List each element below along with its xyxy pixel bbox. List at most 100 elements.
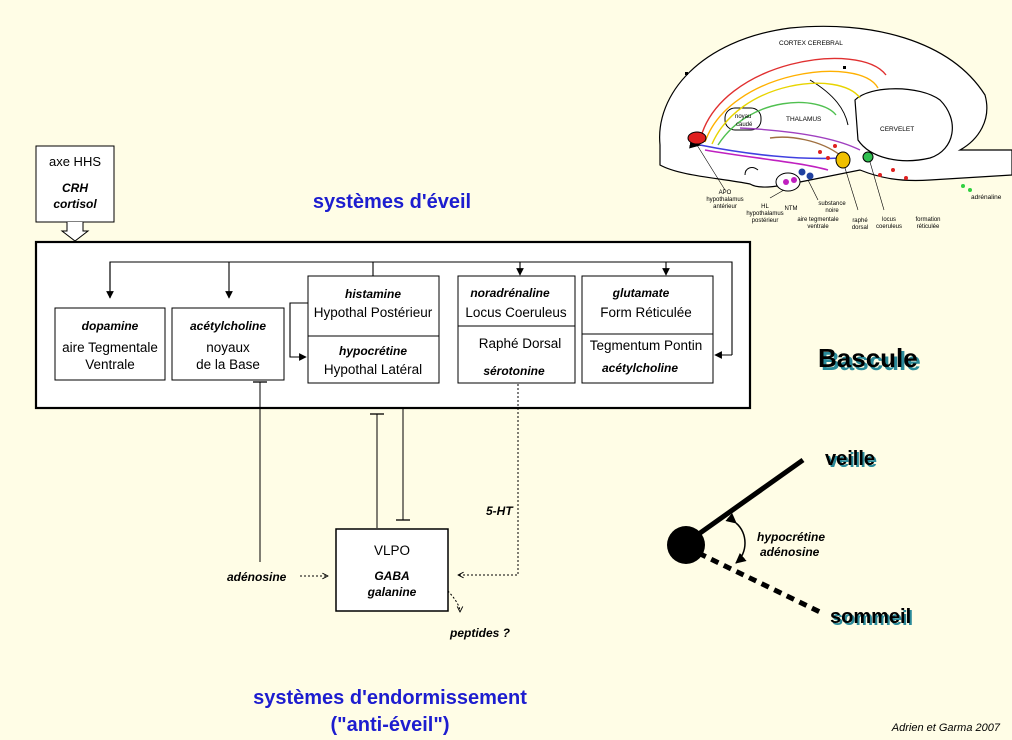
veille-label: veille [825, 448, 875, 470]
sommeil-lever [684, 544, 824, 616]
bascule-title-shadow: Bascule [821, 346, 921, 376]
leader-line [807, 179, 819, 201]
adrenaline-label: adrénaline [971, 194, 1002, 201]
substance-noire-label: noire [825, 208, 839, 214]
leader-line [869, 161, 885, 211]
sommeil-label: sommeil [830, 606, 911, 628]
galanine-label: galanine [367, 585, 417, 599]
cerebellum-outline [854, 88, 953, 162]
hl-label: postérieur [752, 218, 779, 224]
endormissement-title-line1: systèmes d'endormissement [253, 687, 527, 709]
red-dot [833, 144, 837, 148]
locus-label: coeruleus [876, 224, 902, 230]
credit-label: Adrien et Garma 2007 [891, 722, 1001, 734]
apo-label: hypothalamus [706, 197, 743, 203]
gaba-label: GABA [374, 569, 409, 583]
apo-label: APO [719, 190, 732, 196]
eveil-title: systèmes d'éveil [313, 191, 471, 213]
formation-label: réticulée [917, 224, 940, 230]
noyau-caude-label: noyau [735, 114, 751, 120]
apo-label: antérieur [713, 204, 737, 210]
substance-noire-label: substance [818, 201, 846, 207]
pathway-red [699, 57, 887, 141]
pathway-orange [704, 70, 879, 143]
bascule-title: Bascule [818, 343, 918, 373]
cortex-label: CORTEX CEREBRAL [779, 40, 843, 47]
cortisol-label: cortisol [53, 197, 97, 211]
vlpo-title: VLPO [374, 543, 410, 558]
hl-dot [783, 179, 789, 185]
noyau-caude-label: caudé [736, 122, 753, 128]
sommeil-label-shadow: sommeil [832, 608, 913, 630]
adenosine-label: adénosine [227, 570, 287, 584]
ntm-dot [806, 172, 814, 180]
adrenaline-dot [961, 184, 965, 188]
ntm-label: NTM [785, 206, 798, 212]
brain-outline [659, 25, 1012, 188]
glutamate-region: Form Réticulée [600, 305, 692, 320]
hl-label: hypothalamus [746, 211, 783, 217]
noradrenaline-label: noradrénaline [470, 286, 550, 300]
histamine-hypocretine-box [307, 275, 440, 384]
raphe-label: raphé [852, 218, 868, 224]
glutamate-pontin-box [581, 275, 714, 384]
red-dot [891, 168, 895, 172]
peptides-dotted-arrow [444, 587, 460, 612]
aire-tegmentale-label: ventrale [807, 224, 829, 230]
aire-tegmentale-label: aire tegmentale [797, 217, 839, 223]
veille-lever [684, 457, 805, 546]
glutamate-label: glutamate [612, 286, 670, 300]
serotonin-dotted-arrow [458, 384, 519, 575]
pontin-ach-label: acétylcholine [602, 361, 678, 375]
red-dot [904, 176, 908, 180]
hypocretine-label: hypocrétine [339, 344, 407, 358]
axe-hhs-title: axe HHS [49, 154, 101, 169]
veille-label-shadow: veille [827, 450, 877, 472]
cervelet-label: CERVELET [880, 126, 914, 133]
pathway-yellow [711, 82, 861, 145]
thalamus-label: THALAMUS [786, 116, 822, 123]
acetylcholine-region-line1: noyaux [206, 340, 250, 355]
apo-nucleus [687, 131, 707, 145]
histamine-region: Hypothal Postérieur [314, 305, 433, 320]
noradrenaline-region: Locus Coeruleus [465, 305, 567, 320]
histamine-label: histamine [345, 287, 401, 301]
dopamine-region-line1: aire Tegmentale [62, 340, 158, 355]
peptides-label: peptides ? [449, 626, 511, 640]
acetylcholine-region-line2: de la Base [196, 357, 260, 372]
hl-dot [791, 177, 797, 183]
leader-line [696, 144, 726, 191]
leader-line [769, 189, 785, 199]
histamine-hypocretine-link [289, 302, 308, 361]
small-marker [843, 66, 846, 69]
pathway-magenta [704, 149, 829, 171]
pathway-brown [769, 136, 841, 156]
serotonine-label: sérotonine [483, 364, 545, 378]
pontin-region: Tegmentum Pontin [590, 338, 703, 353]
endormissement-title-line2: ("anti-éveil") [331, 714, 450, 736]
red-dot [818, 150, 822, 154]
red-dot [826, 156, 830, 160]
bidirectional-curved-arrow-icon [725, 512, 747, 564]
noradrenaline-serotonine-box [457, 275, 576, 384]
hypocretine-region: Hypothal Latéral [324, 362, 422, 377]
pathway-purple [739, 127, 861, 151]
hypothalamus-shape [744, 167, 759, 176]
pivot-ball [667, 526, 705, 564]
acetylcholine-label: acétylcholine [190, 319, 266, 333]
locus-nucleus [862, 151, 874, 163]
bascule-hypocretine-label: hypocrétine [757, 530, 825, 544]
bascule-adenosine-label: adénosine [760, 545, 820, 559]
crh-label: CRH [62, 181, 88, 195]
vlpo-box [335, 528, 449, 612]
ntm-dot [798, 168, 806, 176]
adrenaline-dot [968, 188, 972, 192]
brain-illustration: CORTEX CEREBRAL noyau caudé THALAMUS CER… [659, 25, 1012, 231]
raphe-nucleus [835, 151, 851, 169]
hollow-down-arrow-icon [60, 222, 90, 242]
leader-line [844, 167, 859, 211]
5ht-label: 5-HT [486, 504, 514, 518]
dopamine-box [54, 307, 166, 381]
